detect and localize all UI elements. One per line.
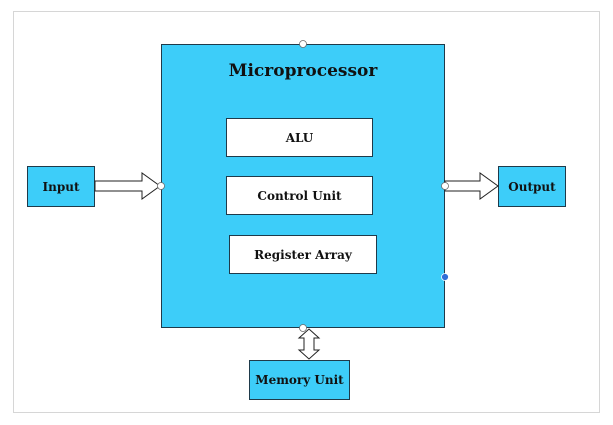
- input-arrow: [94, 172, 161, 200]
- alu-block[interactable]: ALU: [226, 118, 373, 157]
- right-connection-handle: [441, 182, 449, 190]
- output-arrow: [444, 172, 499, 200]
- control-unit-block[interactable]: Control Unit: [226, 176, 373, 215]
- resize-handle: [441, 273, 449, 281]
- memory-bidirectional-arrow: [297, 328, 321, 360]
- top-connection-handle: [299, 40, 307, 48]
- input-block[interactable]: Input: [27, 166, 95, 207]
- microprocessor-title: Microprocessor: [228, 61, 378, 81]
- bottom-connection-handle: [299, 324, 307, 332]
- memory-unit-block[interactable]: Memory Unit: [249, 360, 350, 400]
- output-block[interactable]: Output: [498, 166, 566, 207]
- left-connection-handle: [157, 182, 165, 190]
- register-array-block[interactable]: Register Array: [229, 235, 377, 274]
